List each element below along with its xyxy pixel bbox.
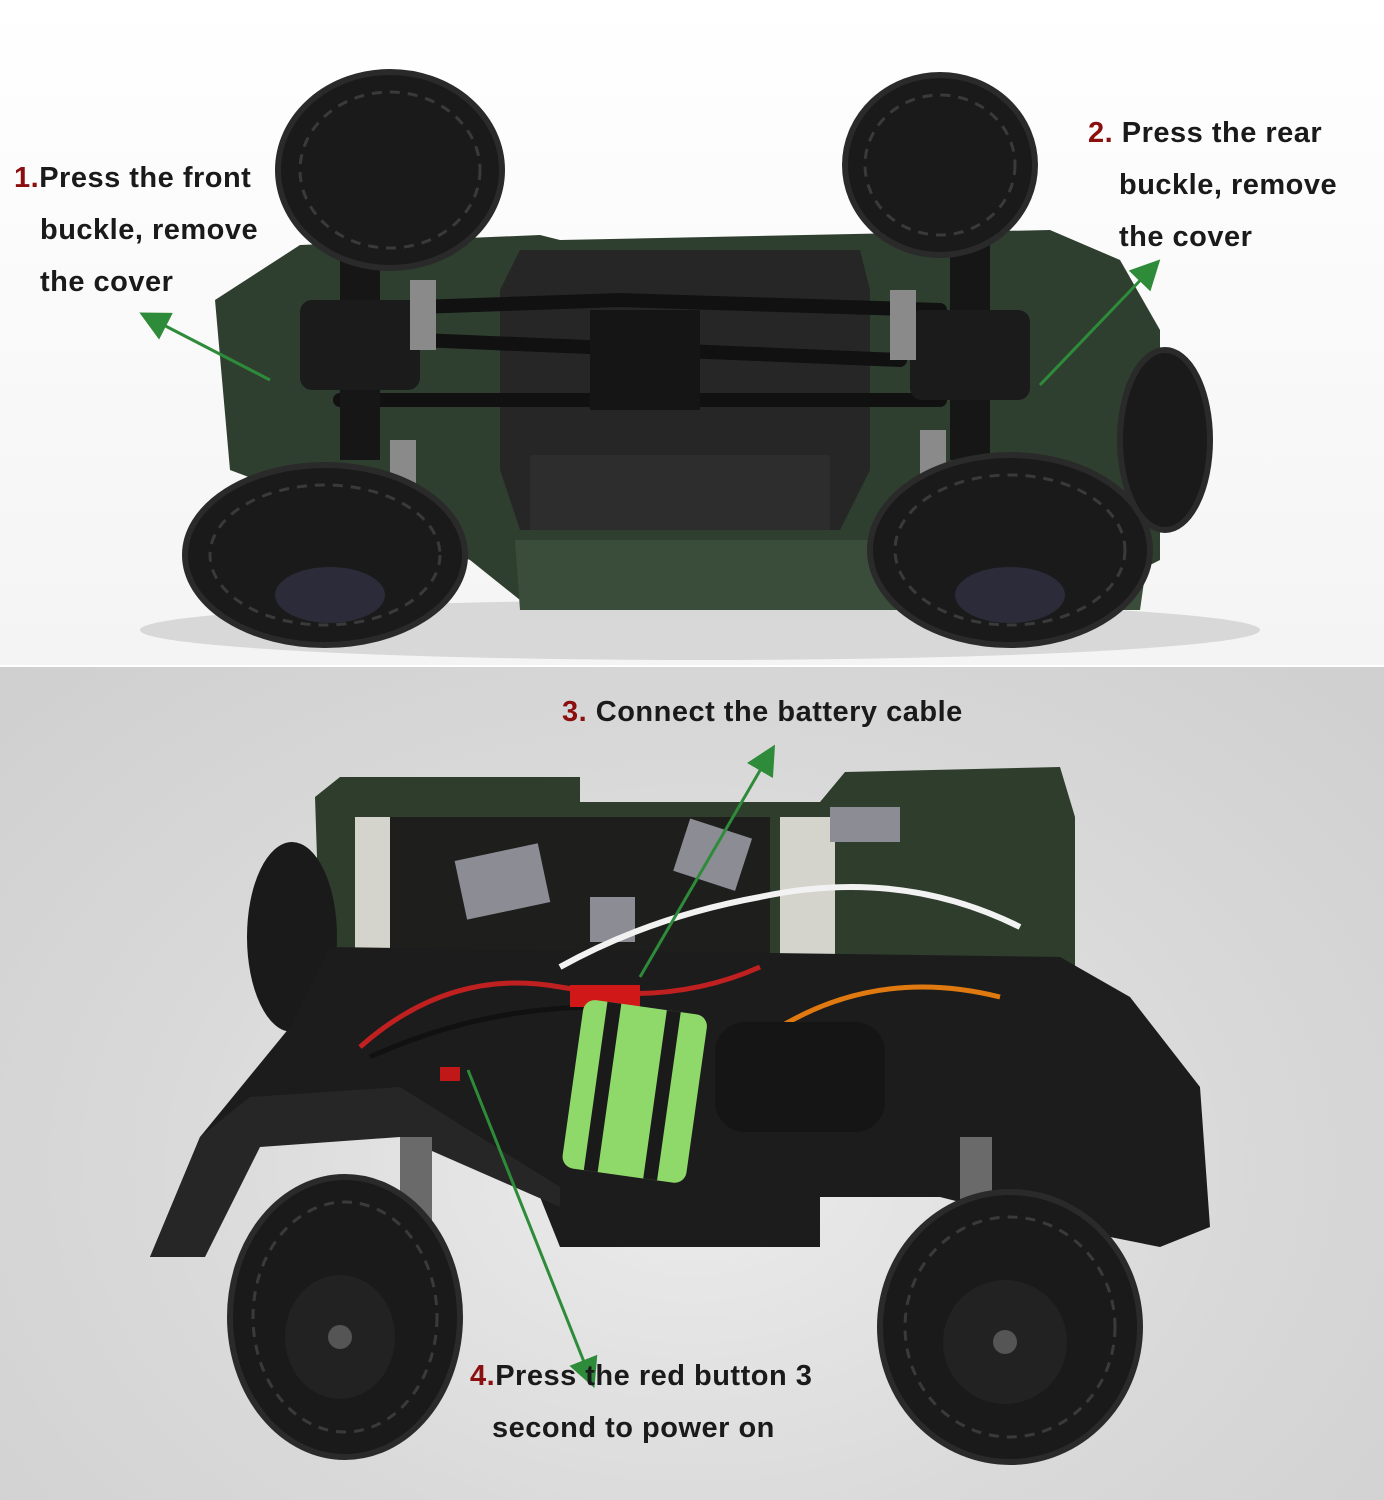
car-underside-illustration [139,69,1260,660]
step-2-label: 2. Press the rear buckle, remove the cov… [1088,107,1337,263]
step-1-label: 1.Press the front buckle, remove the cov… [14,152,258,308]
arrow-battery-cable [638,744,776,978]
step-1-number: 1. [14,162,40,194]
step-3-line-1: Connect the battery cable [595,696,963,728]
step-2-number: 2. [1088,117,1114,149]
arrow-red-button [466,1069,598,1389]
battery-compartment-photo: 3. Connect the battery cable 4.Press the… [0,667,1384,1500]
step-3-number: 3. [562,696,588,728]
car-underside-photo: 1.Press the front buckle, remove the cov… [0,0,1384,665]
arrow-rear-buckle [1038,259,1161,387]
arrow-front-buckle [139,312,271,382]
step-1-line-2: buckle, remove [40,214,259,246]
step-4-line-2: second to power on [492,1412,775,1444]
step-2-line-3: the cover [1119,221,1253,253]
step-4-number: 4. [470,1360,496,1392]
step-3-label: 3. Connect the battery cable [562,686,963,738]
step-2-line-1: Press the rear [1121,117,1323,149]
step-1-line-3: the cover [40,266,174,298]
step-4-line-1: Press the red button 3 [495,1360,813,1392]
step-1-line-1: Press the front [39,162,252,194]
step-4-label: 4.Press the red button 3 second to power… [470,1350,812,1454]
step-2-line-2: buckle, remove [1119,169,1338,201]
battery-compartment-illustration [150,744,1210,1465]
